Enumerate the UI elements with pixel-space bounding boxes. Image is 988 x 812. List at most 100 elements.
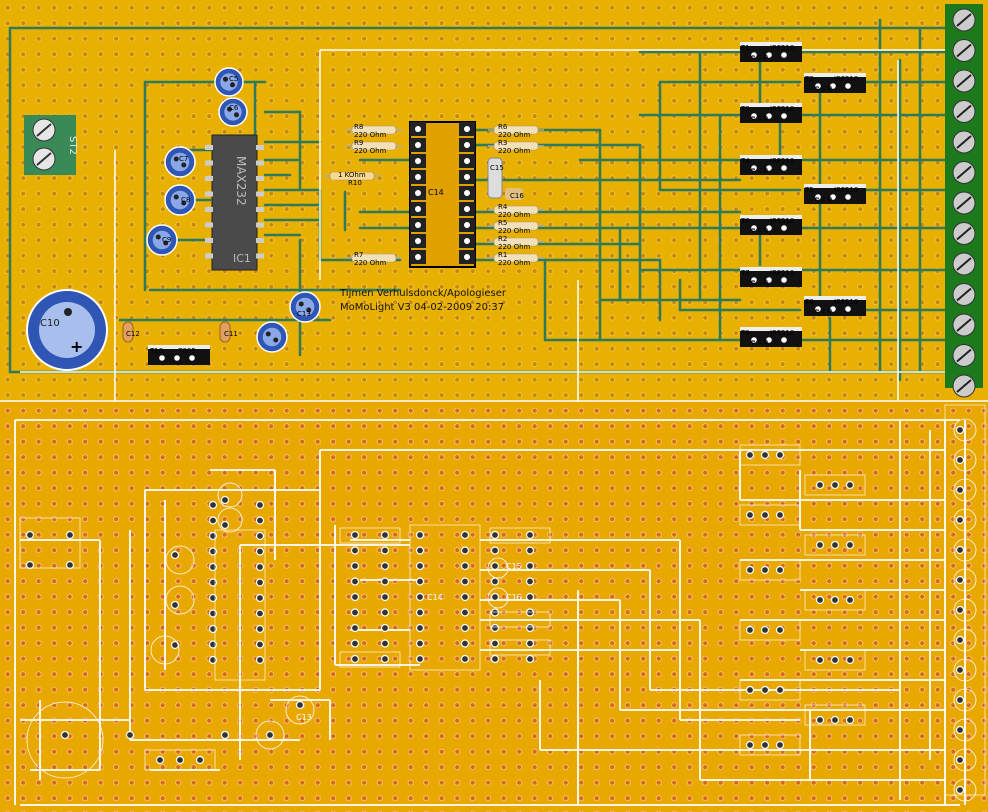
screw-slot-4 [956,135,972,149]
bottom-c13-label: C13 [296,713,312,722]
bottom-pad-21 [380,577,390,586]
bottom-pad-100 [760,685,770,695]
c9-label: C9 [162,236,172,244]
cap-c8-lead2 [181,200,187,206]
bottom-pad-47 [525,639,535,648]
transistor-pin [781,277,787,283]
resistor-left-2 [351,253,397,263]
max232-pin-left [205,145,213,150]
bottom-pad-82 [760,510,770,520]
resistor-r10 [329,171,375,181]
socket-label: C14 [428,188,444,197]
bottom-ghost-outline-7 [489,639,551,656]
bottom-pad-90 [775,565,785,575]
bottom-pad-113 [65,530,75,540]
t4-pins: e c b [751,166,769,174]
max232-pin-right [256,191,264,197]
bottom-pad-70 [208,624,218,634]
bottom-pad-127 [955,455,965,465]
transistor-heatsink-10 [148,345,210,349]
socket-hole-left [415,158,421,164]
bottom-pad-138 [955,785,965,795]
cap-c10-plus: + [70,337,83,356]
r1-ref: R1 [498,251,508,259]
socket-hole-right [464,238,470,244]
socket-hole-left [415,142,421,148]
bottom-pad-91 [815,595,825,605]
bottom-pad-36 [415,623,425,633]
bottom-ghost-outline-2 [409,524,481,671]
bottom-pad-68 [208,609,218,618]
bottom-pad-59 [255,531,265,541]
screw-slot-7 [956,226,972,241]
bottom-pad-18 [415,577,425,586]
screw-slot-2 [956,74,972,88]
bottom-pad-112 [25,530,35,540]
bottom-ghost-terminal [953,778,977,802]
transistor-pin [751,337,757,343]
t7-pins: e c b [751,278,769,286]
bottom-pad-74 [208,655,218,665]
t8-ref: T8 [805,298,814,306]
bottom-ghost-outline-6 [489,611,551,628]
bottom-pad-66 [208,593,218,603]
bottom-pad-107 [745,740,755,750]
cap-c12 [122,321,134,343]
t4-ref: T4 [741,157,750,165]
bottom-pad-23 [525,577,535,586]
cap-c6-lead1 [227,106,232,112]
r6-value: 220 Ohm [498,131,531,139]
cap-c5-lead2 [230,82,235,88]
t9-ref: T9 [741,329,750,337]
cap-c11-top [262,327,282,347]
max232-pin-right [256,222,264,228]
c10-label: C10 [40,318,60,329]
r10-ref: R10 [348,179,362,187]
bottom-c14-label: C14 [427,593,443,602]
cap-c6-lead2 [234,112,239,118]
transistor-heatsink-5 [804,184,866,188]
bottom-pad-133 [955,635,965,645]
bottom-ghost-outline-3 [339,527,401,544]
bottom-pad-118 [170,550,180,560]
max232-pin-left [205,160,213,166]
transistor-pin [815,306,821,312]
max232-pin-right [256,207,264,212]
t9-pins: e c b [751,338,769,346]
socket-hole-left [415,238,421,244]
bottom-pad-84 [775,510,785,520]
bottom-pad-40 [490,623,500,633]
bottom-pad-69 [255,609,265,618]
screw-slot-1 [956,43,972,58]
resistor-left-1 [351,141,397,151]
transistor-pin [766,277,772,283]
bottom-pad-88 [760,565,770,575]
bottom-pad-42 [415,639,425,648]
bottom-pad-29 [525,592,535,602]
transistor-pin [845,194,851,200]
bottom-pad-128 [955,485,965,495]
bottom-pad-125 [295,700,305,710]
bottom-pad-80 [830,480,840,490]
bottom-pad-106 [760,740,770,750]
bottom-pad-135 [955,695,965,705]
bottom-pad-116 [220,495,230,505]
bottom-pad-15 [380,561,390,571]
bottom-pad-30 [415,608,425,617]
bottom-pad-54 [208,500,218,510]
screw-slot-3 [956,104,972,119]
transistor-pin [751,277,757,283]
t10-part: 7805 [178,347,196,355]
c5-label: C5 [229,75,239,83]
bottom-pad-126 [955,425,965,435]
bottom-ghost-cap-5 [26,701,104,779]
bottom-pad-95 [745,625,755,635]
transistor-pin [751,165,757,171]
crystal-c1 [487,157,503,199]
max232-pin-left [205,191,213,197]
bottom-ghost-terminal [953,538,977,562]
cap-c9-lead2 [163,240,169,246]
bottom-ghost-cap-8 [487,557,509,579]
t7-ref: T7 [741,269,750,277]
bottom-pad-14 [350,561,360,571]
